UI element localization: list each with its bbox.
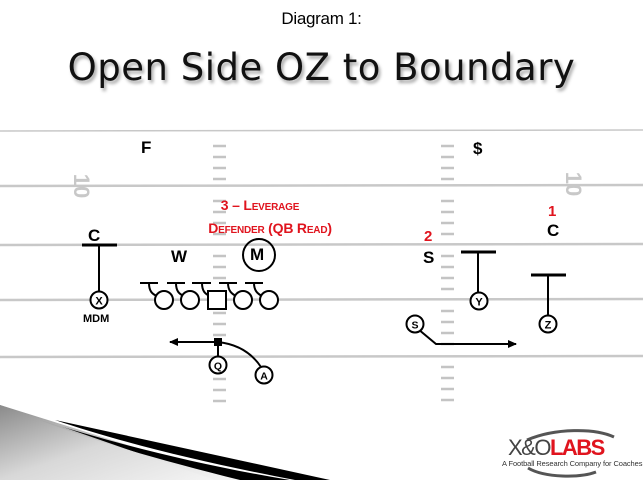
center-icon xyxy=(207,290,227,310)
slot-motion-path xyxy=(417,328,517,348)
xo-labs-logo: X&OLABS A Football Research Company for … xyxy=(502,425,642,480)
logo-xo: X&O xyxy=(508,435,551,460)
logo-arc-bottom xyxy=(527,466,597,478)
running-back-icon xyxy=(254,365,274,385)
slot-receiver-label: S xyxy=(411,320,418,332)
hash-marks-right xyxy=(441,144,454,402)
logo-arc-top xyxy=(526,429,615,442)
x-receiver-block xyxy=(82,243,117,291)
y-receiver-icon xyxy=(469,291,489,311)
x-receiver-icon xyxy=(89,290,109,310)
left-tackle-icon xyxy=(154,290,174,310)
read-2-label: 2 xyxy=(424,228,433,245)
diagram-title: Open Side OZ to Boundary xyxy=(67,46,576,89)
leverage-annotation-line2: Defender (QB Read) xyxy=(208,220,332,236)
y-receiver-label: Y xyxy=(475,297,483,309)
read-1-label: 1 xyxy=(548,203,557,220)
yard-number-left: 10 xyxy=(69,174,94,198)
will-linebacker-label: W xyxy=(171,247,188,266)
right-tackle-icon xyxy=(259,290,279,310)
leverage-annotation-line1: 3 – Leverage xyxy=(220,197,300,213)
slot-receiver-icon xyxy=(405,314,425,334)
running-back-label: A xyxy=(260,371,268,383)
y-receiver-block xyxy=(461,250,496,293)
logo-tagline: A Football Research Company for Coaches xyxy=(502,459,643,468)
strong-safety-label: $ xyxy=(473,139,483,158)
sam-linebacker-label: S xyxy=(423,248,435,267)
z-receiver-label: Z xyxy=(545,320,552,332)
quarterback-label: Q xyxy=(214,361,222,373)
right-guard-icon xyxy=(233,290,253,310)
mike-linebacker-circle-icon xyxy=(242,238,276,272)
free-safety-label: F xyxy=(141,138,152,157)
x-receiver-label: X xyxy=(95,296,103,308)
diagram-subtitle: Diagram 1: xyxy=(281,9,362,28)
corner-right-label: C xyxy=(547,221,560,240)
hash-marks-left xyxy=(213,144,226,403)
z-receiver-icon xyxy=(538,314,558,334)
z-receiver-block xyxy=(531,273,566,316)
quarterback-icon xyxy=(208,355,228,375)
logo-labs: LABS xyxy=(549,435,605,460)
logo-wordmark: X&OLABS xyxy=(508,435,605,461)
corner-left-label: C xyxy=(88,226,101,245)
offensive-line xyxy=(154,290,279,310)
x-receiver-note: MDM xyxy=(83,313,110,325)
yard-number-right: 10 xyxy=(561,172,586,196)
mike-linebacker-label: M xyxy=(250,245,265,264)
left-guard-icon xyxy=(180,290,200,310)
mesh-point-icon xyxy=(214,338,222,346)
